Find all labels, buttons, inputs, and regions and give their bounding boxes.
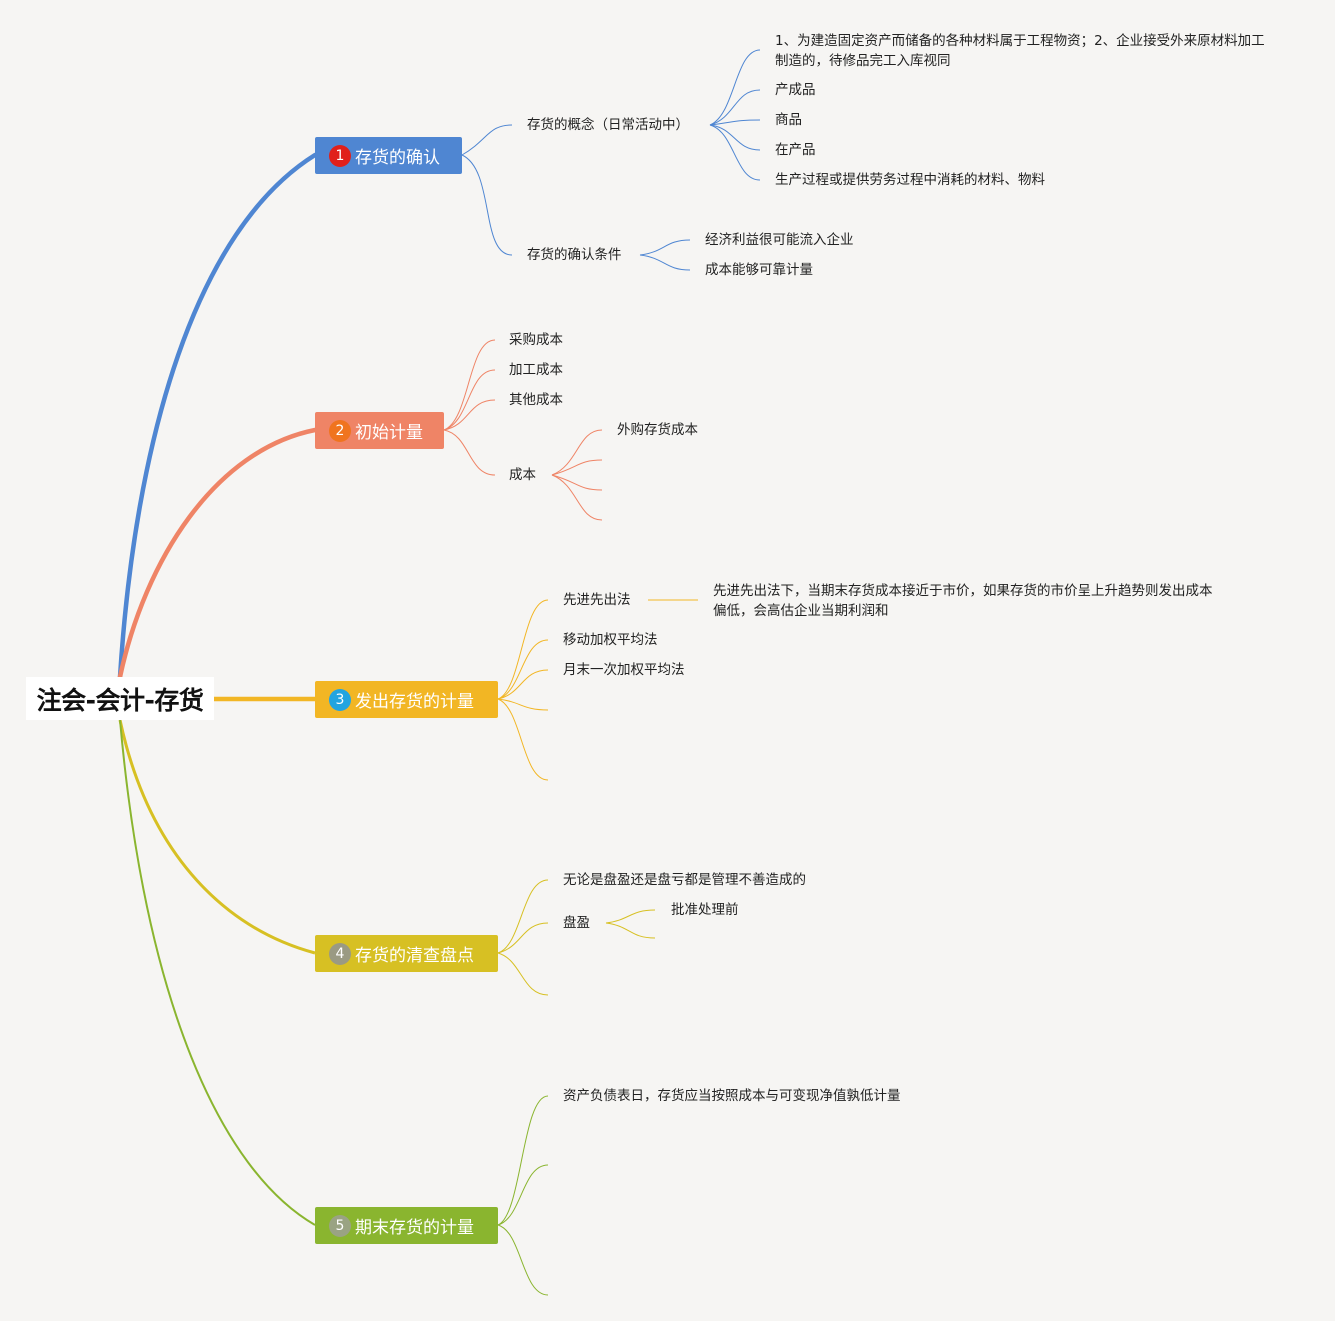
node-recognition-conditions[interactable]: 存货的确认条件 (527, 247, 622, 263)
node-concept-item[interactable]: 产成品 (775, 82, 816, 98)
connector-concept-item1 (709, 49, 761, 126)
connector-b4-surplus (497, 922, 549, 954)
priority-1-icon: 1 (329, 144, 351, 167)
branch-title: 初始计量 (355, 423, 423, 443)
node-initial-item[interactable]: 其他成本 (509, 392, 563, 408)
connector-b3-item2 (497, 669, 549, 700)
branch-period-end-measurement[interactable]: 5 期末存货的计量 (315, 1207, 498, 1244)
node-concept-item[interactable]: 生产过程或提供劳务过程中消耗的材料、物料 (775, 172, 1045, 188)
connector-root-branch2 (117, 427, 318, 680)
connector-cost-stub1 (551, 459, 603, 476)
node-condition-item[interactable]: 成本能够可靠计量 (705, 262, 813, 278)
priority-5-icon: 5 (329, 1214, 351, 1237)
connector-concept-item5 (709, 124, 761, 181)
connector-b3-item1 (497, 639, 549, 700)
connector-b2-cost (443, 429, 496, 476)
connector-root-branch5 (119, 719, 316, 1226)
connector-b5-stub2 (497, 1224, 549, 1296)
node-condition-item[interactable]: 经济利益很可能流入企业 (705, 232, 854, 248)
node-method-item[interactable]: 月末一次加权平均法 (563, 662, 685, 678)
node-concept-item[interactable]: 商品 (775, 112, 802, 128)
branch-title: 存货的清查盘点 (355, 946, 474, 966)
node-fifo[interactable]: 先进先出法 (563, 592, 631, 608)
connector-conditions-item1 (639, 239, 691, 256)
connector-cost-stub3 (551, 474, 603, 521)
priority-4-icon: 4 (329, 942, 351, 965)
node-count-item[interactable]: 无论是盘盈还是盘亏都是管理不善造成的 (563, 872, 806, 888)
connector-b5-stub1 (497, 1164, 549, 1226)
node-initial-item[interactable]: 加工成本 (509, 362, 563, 378)
branch-inventory-count[interactable]: 4 存货的清查盘点 (315, 935, 498, 972)
branch-title: 期末存货的计量 (355, 1218, 474, 1238)
connector-concept-item4 (709, 124, 761, 151)
branch-title: 存货的确认 (355, 148, 440, 168)
node-cost[interactable]: 成本 (509, 467, 536, 483)
root-title: 注会-会计-存货 (36, 685, 204, 715)
node-surplus[interactable]: 盘盈 (563, 915, 590, 931)
connector-b3-stub2 (497, 698, 549, 781)
node-period-end-item[interactable]: 资产负债表日，存货应当按照成本与可变现净值孰低计量 (563, 1088, 901, 1104)
connector-b5-item1 (497, 1095, 549, 1226)
node-surplus-item[interactable]: 批准处理前 (671, 902, 739, 918)
connector-b2-item3 (443, 399, 496, 431)
connector-b2-item1 (443, 339, 496, 431)
root-node[interactable]: 注会-会计-存货 (26, 677, 214, 720)
connector-b1-concept (461, 124, 513, 156)
connector-cost-stub2 (551, 474, 603, 491)
node-concept-item[interactable]: 在产品 (775, 142, 816, 158)
node-initial-item[interactable]: 采购成本 (509, 332, 563, 348)
branch-inventory-recognition[interactable]: 1 存货的确认 (315, 137, 462, 174)
priority-3-icon: 3 (329, 688, 351, 711)
priority-2-icon: 2 (329, 419, 351, 442)
connector-root-branch1 (117, 152, 318, 680)
connector-b4-stub (497, 952, 549, 996)
branch-title: 发出存货的计量 (355, 692, 474, 712)
branch-initial-measurement[interactable]: 2 初始计量 (315, 412, 444, 449)
connector-b3-stub1 (497, 698, 549, 711)
connector-b2-item2 (443, 369, 496, 431)
connector-surplus-item1 (605, 909, 656, 924)
connector-root-branch4 (118, 719, 316, 955)
node-concept-item[interactable]: 1、为建造固定资产而储备的各种材料属于工程物资；2、企业接受外来原材料加工制造的… (775, 33, 1265, 69)
node-fifo-note[interactable]: 先进先出法下，当期末存货成本接近于市价，如果存货的市价呈上升趋势则发出成本偏低，… (713, 583, 1213, 619)
node-cost-item[interactable]: 外购存货成本 (617, 422, 698, 438)
connector-surplus-stub (605, 922, 656, 939)
node-method-item[interactable]: 移动加权平均法 (563, 632, 658, 648)
connector-b3-fifo (497, 599, 549, 700)
connector-b4-item1 (497, 879, 549, 954)
connector-concept-item3 (709, 119, 761, 126)
connector-concept-item2 (709, 89, 761, 126)
connector-conditions-item2 (639, 254, 691, 271)
connector-cost-item1 (551, 429, 603, 476)
node-inventory-concept[interactable]: 存货的概念（日常活动中） (527, 117, 689, 133)
branch-issued-inventory[interactable]: 3 发出存货的计量 (315, 681, 498, 718)
connector-b1-conditions (461, 154, 513, 256)
